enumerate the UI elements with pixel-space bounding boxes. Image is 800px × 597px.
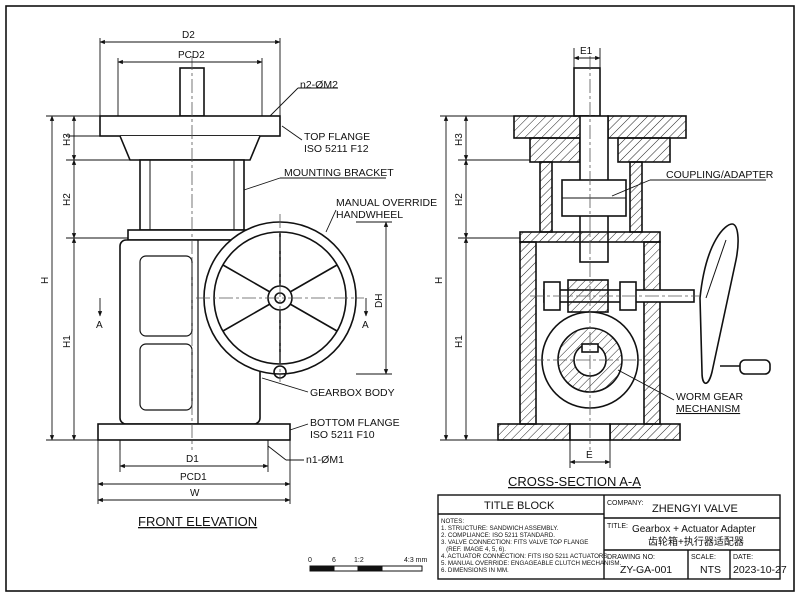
date-value: 2023-10-27 [733, 564, 787, 576]
label-n2: n2-ØM2 [300, 79, 338, 91]
title-block-heading: TITLE BLOCK [484, 500, 555, 512]
note-line-1: 1. STRUCTURE: SANDWICH ASSEMBLY. [441, 525, 559, 532]
label-n1: n1-ØM1 [306, 454, 344, 466]
label-top-flange-standard: ISO 5211 F12 [304, 143, 369, 155]
section-handwheel [699, 223, 771, 385]
scale-bar-tick-0: 0 [308, 557, 312, 564]
view-title-front: FRONT ELEVATION [138, 514, 257, 529]
cross-section-view [497, 67, 695, 441]
company-label: COMPANY: [607, 500, 643, 507]
label-gearbox-body: GEARBOX BODY [310, 387, 395, 399]
section-dimension-lines [440, 48, 611, 468]
front-leaders [243, 87, 386, 461]
label-bottom-flange: BOTTOM FLANGE [310, 417, 400, 429]
scale-bar-tick-1: 6 [332, 557, 336, 564]
dim-H3: H3 [62, 133, 73, 146]
drawing-title-cn: 齿轮箱+执行器适配器 [648, 535, 744, 548]
note-line-4: (REF. IMAGE 4, 5, 6). [441, 546, 506, 553]
title-label: TITLE: [607, 523, 628, 530]
date-label: DATE: [733, 554, 753, 561]
dim-E: E [586, 450, 593, 461]
dim-H2: H2 [62, 193, 73, 206]
front-dimension-lines [46, 38, 392, 504]
note-line-7: 6. DIMENSIONS IN MM. [441, 567, 509, 574]
dim-section-H2: H2 [454, 193, 465, 206]
section-centerlines [530, 56, 700, 450]
drawing-no-label: DRAWING NO: [607, 554, 655, 561]
label-worm-gear: WORM GEAR [676, 391, 743, 403]
scale-value: NTS [700, 564, 721, 576]
dim-section-H: H [434, 277, 445, 284]
label-top-flange: TOP FLANGE [304, 131, 370, 143]
note-line-6: 5. MANUAL OVERRIDE: ENGAGEABLE CLUTCH ME… [441, 560, 622, 567]
dim-DH: DH [374, 294, 385, 308]
dim-E1: E1 [580, 46, 593, 57]
note-line-5: 4. ACTUATOR CONNECTION: FITS ISO 5211 AC… [441, 553, 610, 560]
section-mark-right: A [362, 320, 369, 331]
company-name: ZHENGYI VALVE [652, 503, 738, 515]
section-leaders [611, 179, 766, 401]
dim-PCD1: PCD1 [180, 472, 207, 483]
drawing-title-en: Gearbox + Actuator Adapter [632, 524, 756, 535]
title-block-frame [437, 494, 781, 580]
label-worm-mechanism: MECHANISM [676, 403, 740, 415]
scale-bar-tick-3: 4:3 mm [404, 557, 428, 564]
scale-label: SCALE: [691, 554, 716, 561]
note-line-2: 2. COMPLIANCE: ISO 5211 STANDARD. [441, 532, 555, 539]
dim-W: W [190, 488, 200, 499]
label-bottom-flange-standard: ISO 5211 F10 [310, 429, 375, 441]
dim-section-H3: H3 [454, 133, 465, 146]
label-mounting-bracket: MOUNTING BRACKET [284, 167, 394, 179]
scale-bar-tick-2: 1:2 [354, 557, 364, 564]
dim-section-H1: H1 [454, 335, 465, 348]
label-coupling-adapter: COUPLING/ADAPTER [666, 169, 774, 181]
dim-D1: D1 [186, 454, 199, 465]
label-handwheel-1: MANUAL OVERRIDE [336, 197, 437, 209]
drawing-no-value: ZY-GA-001 [620, 564, 672, 576]
front-centerlines [191, 56, 364, 450]
section-mark-left: A [96, 320, 103, 331]
scale-bar [309, 565, 423, 572]
dim-H1: H1 [62, 335, 73, 348]
front-elevation-view [97, 67, 357, 450]
label-handwheel-2: HANDWHEEL [336, 209, 403, 221]
dim-H: H [40, 277, 51, 284]
note-line-0: NOTES: [441, 518, 464, 525]
drawing-border [5, 5, 795, 592]
note-line-3: 3. VALVE CONNECTION: FITS VALVE TOP FLAN… [441, 539, 588, 546]
view-title-section: CROSS-SECTION A-A [508, 474, 641, 489]
dim-D2: D2 [182, 30, 195, 41]
dim-PCD2: PCD2 [178, 50, 205, 61]
